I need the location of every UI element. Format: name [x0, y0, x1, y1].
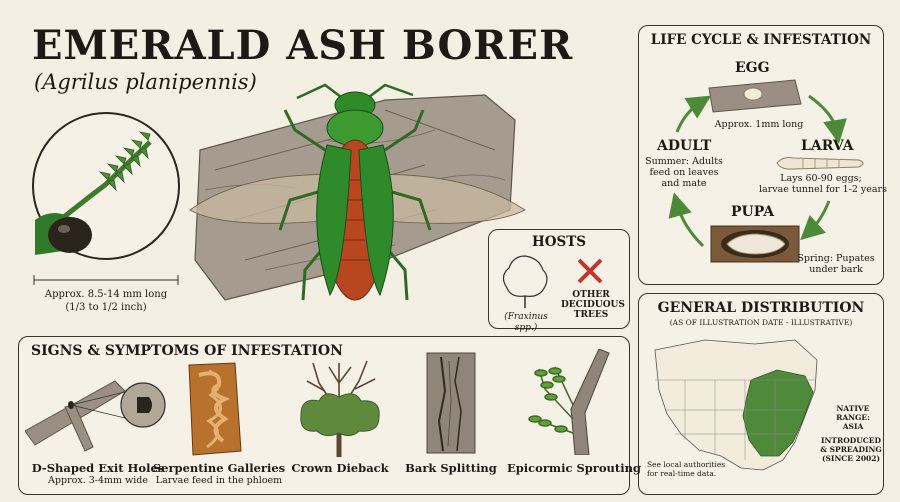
x-mark-icon	[577, 258, 603, 284]
pupa-desc-line-1: Spring: Pupates	[797, 253, 875, 264]
introduced-label: INTRODUCED & SPREADING (SINCE 2002)	[819, 436, 883, 463]
pupa-desc: Spring: Pupates under bark	[791, 253, 881, 275]
arrow-egg-to-larva-icon	[808, 94, 847, 144]
signs-heading: SIGNS & SYMPTOMS OF INFESTATION	[31, 343, 343, 359]
bark-splitting-image	[426, 352, 476, 454]
arrow-adult-to-egg-icon	[675, 95, 712, 133]
beetle-antennae	[296, 83, 414, 101]
signs-panel: SIGNS & SYMPTOMS OF INFESTATION D-Shaped…	[18, 336, 641, 495]
arrow-larva-to-pupa-icon	[800, 200, 831, 241]
distribution-subheading: (AS OF ILLUSTRATION DATE - ILLUSTRATIVE)	[669, 318, 853, 327]
distribution-note: See local authorities for real-time data…	[647, 460, 757, 478]
hosts-heading: HOSTS	[531, 234, 587, 250]
adult-desc: Summer: Adults feed on leaves and mate	[643, 156, 725, 189]
lifecycle-heading: LIFE CYCLE & INFESTATION	[650, 32, 872, 48]
sign-label-exit-holes: D-Shaped Exit Holes	[31, 461, 165, 475]
native-line-2: RANGE:	[836, 413, 870, 422]
size-line-1: Approx. 8.5-14 mm long	[44, 289, 168, 300]
note-line-1: See local authorities	[647, 460, 726, 469]
epicormic-sprouting-image	[528, 349, 610, 455]
crown-dieback-image	[300, 360, 380, 457]
page-subtitle: (Agrilus planipennis)	[34, 70, 257, 94]
adult-desc-line-2: feed on leaves	[649, 167, 719, 178]
egg-title: EGG	[735, 60, 770, 76]
lifecycle-panel: LIFE CYCLE & INFESTATION EGG Approx. 1mm…	[638, 25, 887, 285]
larva-desc-line-1: Lays 60-90 eggs;	[780, 173, 862, 184]
distribution-heading: GENERAL DISTRIBUTION	[657, 300, 865, 316]
ash-label: (Fraxinus spp.)	[504, 312, 548, 333]
egg-desc: Approx. 1mm long	[714, 119, 804, 130]
exit-holes-image	[25, 380, 166, 452]
north-america-map	[654, 339, 818, 471]
larva-desc: Lays 60-90 eggs; larvae tunnel for 1-2 y…	[759, 173, 887, 195]
sign-label-crown-dieback: Crown Dieback	[291, 461, 389, 475]
beetle-illustration	[189, 83, 526, 301]
larva-image	[776, 157, 864, 170]
pupa-title: PUPA	[731, 204, 775, 220]
ash-tree-icon	[502, 255, 548, 308]
native-line-3: ASIA	[842, 422, 864, 431]
sign-label-epicormic: Epicormic Sprouting	[507, 461, 641, 475]
native-range-label: NATIVE RANGE: ASIA	[825, 404, 881, 431]
note-line-2: for real-time data.	[647, 469, 717, 478]
size-caption: Approx. 8.5-14 mm long (1/3 to 1/2 inch)	[30, 288, 182, 314]
adult-title: ADULT	[657, 138, 712, 154]
beetle-wings	[189, 174, 526, 224]
native-line-1: NATIVE	[836, 404, 870, 413]
pupa-image	[710, 225, 800, 263]
serpentine-galleries-image	[188, 362, 242, 456]
other-trees-line-3: TREES	[573, 310, 609, 320]
sign-label-bark-splitting: Bark Splitting	[405, 461, 497, 475]
hosts-panel: HOSTS (Fraxinus spp.) OTHER DECIDUOUS TR…	[488, 229, 630, 333]
other-trees-label: OTHER DECIDUOUS TREES	[561, 290, 625, 320]
distribution-panel: GENERAL DISTRIBUTION (AS OF ILLUSTRATION…	[638, 293, 884, 495]
page-title: EMERALD ASH BORER	[32, 22, 574, 69]
other-trees-line-2: DECIDUOUS	[561, 300, 625, 310]
adult-desc-line-1: Summer: Adults	[645, 156, 723, 167]
sign-sub-galleries: Larvae feed in the phloem	[155, 475, 283, 486]
size-scale-bar	[33, 275, 179, 285]
sign-sub-exit-holes: Approx. 3-4mm wide	[48, 475, 148, 486]
larva-desc-line-2: larvae tunnel for 1-2 years	[759, 184, 887, 195]
introduced-line-2: & SPREADING	[820, 445, 882, 454]
egg-on-bark-image	[708, 79, 802, 113]
introduced-line-3: (SINCE 2002)	[821, 454, 881, 463]
pupa-desc-line-2: under bark	[809, 264, 863, 275]
adult-desc-line-3: and mate	[661, 178, 707, 189]
arrow-pupa-to-adult-icon	[668, 192, 705, 248]
introduced-line-1: INTRODUCED	[821, 436, 881, 445]
antenna-closeup	[32, 112, 180, 260]
antenna-icon	[35, 131, 152, 255]
lifecycle-arrows	[668, 94, 847, 248]
other-trees-line-1: OTHER	[572, 290, 610, 300]
infested-range-area	[742, 369, 814, 457]
sign-label-galleries: Serpentine Galleries	[152, 461, 286, 475]
size-line-2: (1/3 to 1/2 inch)	[65, 302, 147, 313]
